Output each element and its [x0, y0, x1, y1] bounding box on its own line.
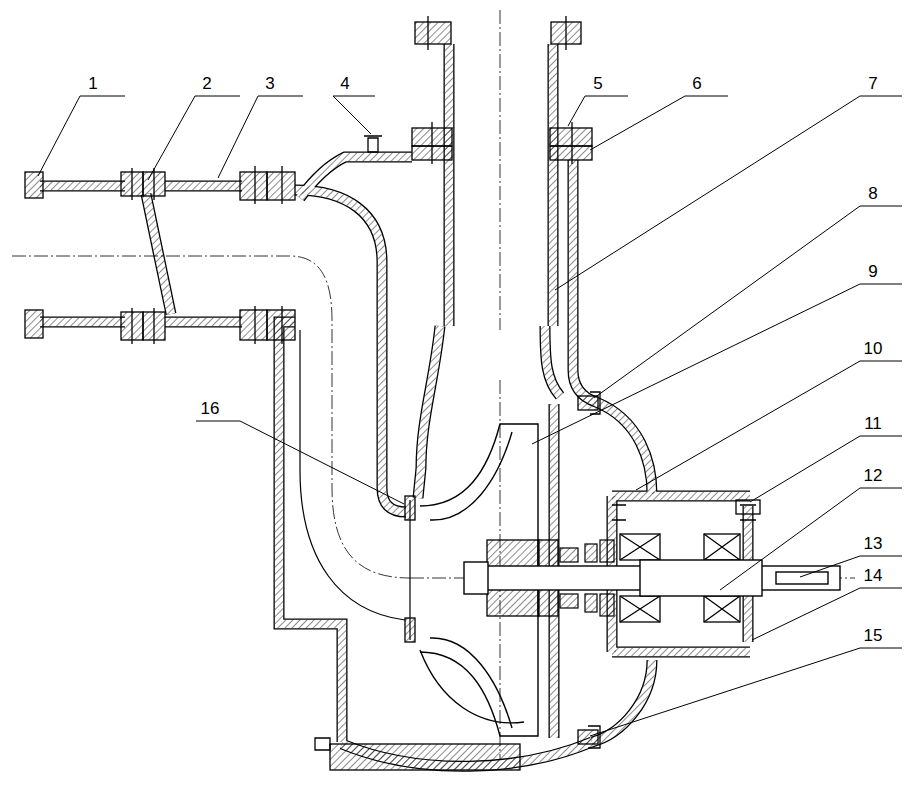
callout-number: 3 [265, 74, 274, 94]
centre-lines [12, 10, 855, 760]
callout-number: 11 [864, 414, 882, 434]
callout-number: 7 [868, 74, 877, 94]
callout-number: 2 [202, 74, 211, 94]
callout-number: 9 [868, 262, 877, 282]
callout-number: 13 [864, 534, 883, 554]
flanges [25, 22, 598, 770]
callout-number: 16 [201, 399, 220, 419]
callout-number: 5 [593, 74, 602, 94]
casing-walls-outline [40, 44, 750, 766]
casing-walls-hatching [40, 44, 750, 766]
callout-number: 14 [864, 566, 883, 586]
callout-number: 1 [88, 74, 97, 94]
casing-walls-core [40, 44, 750, 766]
leader-lines [38, 96, 902, 736]
callout-number: 12 [864, 466, 883, 486]
callout-number: 10 [864, 339, 883, 359]
callout-number: 6 [692, 74, 701, 94]
callout-number: 8 [868, 184, 877, 204]
shaft [464, 560, 840, 596]
flange-bolts [132, 16, 600, 750]
callout-number: 15 [864, 626, 883, 646]
callout-number: 4 [340, 74, 349, 94]
suction-passage [300, 330, 410, 640]
